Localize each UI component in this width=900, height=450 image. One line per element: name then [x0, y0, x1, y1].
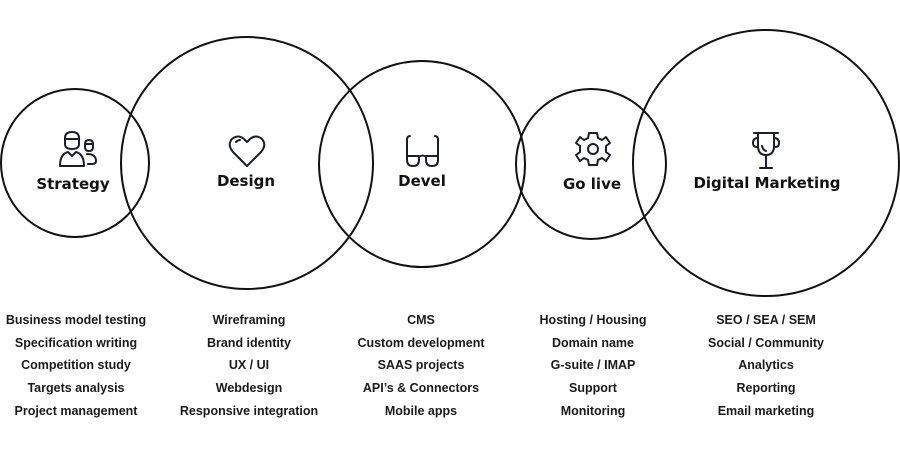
service-item: Support: [569, 381, 617, 396]
service-item: Domain name: [552, 335, 634, 350]
stage-title-devel: Devel: [398, 172, 446, 190]
service-item: Mobile apps: [384, 403, 458, 418]
service-item: Targets analysis: [27, 381, 125, 396]
services-list-devel: CMS Custom development SAAS projects API…: [331, 309, 511, 423]
service-item: Competition study: [21, 358, 131, 373]
service-item: Specification writing: [14, 335, 138, 350]
gear-icon: [575, 132, 611, 166]
service-item: API’s & Connectors: [362, 381, 480, 396]
service-item: Business model testing: [5, 313, 147, 327]
service-item: Reporting: [736, 381, 796, 396]
stage-title-design: Design: [217, 172, 275, 190]
service-item: CMS: [407, 313, 435, 327]
services-list-go-live: Hosting / Housing Domain name G-suite / …: [503, 309, 683, 423]
stage-circle-digital-marketing: [632, 29, 900, 297]
stage-title-strategy: Strategy: [36, 175, 110, 193]
stage-title-go-live: Go live: [563, 175, 621, 193]
service-item: Responsive integration: [179, 403, 319, 418]
service-item: Custom development: [357, 335, 485, 350]
users-icon: [59, 131, 97, 167]
trophy-icon: [752, 132, 780, 169]
stage-circle-strategy: [0, 88, 150, 238]
service-item: Webdesign: [215, 381, 283, 396]
service-item: G-suite / IMAP: [550, 358, 636, 373]
stage-circle-design: [120, 36, 374, 290]
stage-title-digital-marketing: Digital Marketing: [693, 174, 840, 192]
glasses-icon: [406, 135, 439, 167]
service-item: Monitoring: [560, 403, 626, 418]
service-item: SAAS projects: [377, 358, 465, 373]
service-item: UX / UI: [228, 358, 270, 373]
service-item: Wireframing: [212, 313, 286, 327]
service-item: Social / Community: [708, 335, 824, 350]
service-item: Email marketing: [717, 403, 815, 418]
services-list-design: Wireframing Brand identity UX / UI Webde…: [159, 309, 339, 423]
services-list-digital-marketing: SEO / SEA / SEM Social / Community Analy…: [676, 309, 856, 423]
service-item: Hosting / Housing: [539, 313, 647, 327]
services-list-strategy: Business model testing Specification wri…: [0, 309, 166, 423]
service-item: SEO / SEA / SEM: [716, 313, 816, 327]
stage-circle-go-live: [515, 88, 667, 240]
service-item: Analytics: [738, 358, 794, 373]
heart-icon: [228, 135, 266, 167]
service-item: Project management: [14, 403, 138, 418]
stage-circle-devel: [318, 60, 526, 268]
service-item: Brand identity: [206, 335, 292, 350]
